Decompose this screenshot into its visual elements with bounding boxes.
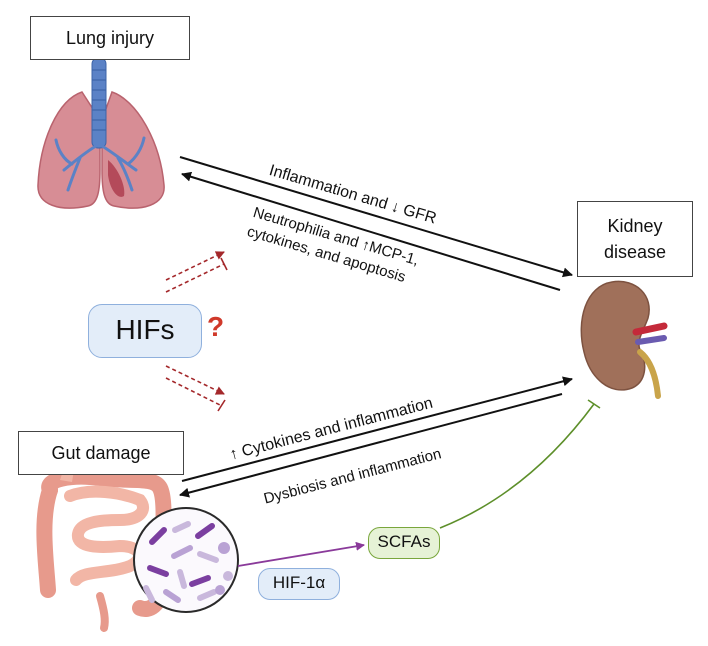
kidney-disease-label-line1: Kidney (607, 216, 663, 236)
hif1a-node: HIF-1α (258, 568, 340, 600)
hif1a-to-scfa-arrow (237, 541, 365, 567)
question-mark: ? (207, 311, 225, 342)
arrow-lung-to-kidney (179, 156, 573, 278)
kidney-disease-label-line2: disease (603, 242, 667, 262)
lung-injury-label: Lung injury (65, 28, 155, 48)
hif-dashed-arrows (165, 251, 225, 407)
hifs-node: HIFs (88, 304, 202, 358)
kidney-icon (580, 280, 668, 399)
scfas-label: SCFAs (377, 532, 431, 551)
scfas-node: SCFAs (368, 527, 440, 559)
arrow-kidney-to-lung (181, 171, 561, 291)
gut-damage-label: Gut damage (51, 443, 151, 463)
kidney-disease-box: Kidney disease (577, 201, 693, 277)
lung-injury-box: Lung injury (30, 16, 190, 60)
arrow-kidney-to-gut (179, 393, 563, 498)
arrow-gut-to-kidney (181, 376, 573, 482)
scfa-to-kidney-line (439, 403, 595, 529)
hifs-label: HIFs (115, 314, 175, 345)
hif1a-label: HIF-1α (272, 573, 326, 592)
bacteria-icon (133, 507, 239, 613)
lungs-icon (37, 57, 165, 209)
gut-damage-box: Gut damage (18, 431, 184, 475)
